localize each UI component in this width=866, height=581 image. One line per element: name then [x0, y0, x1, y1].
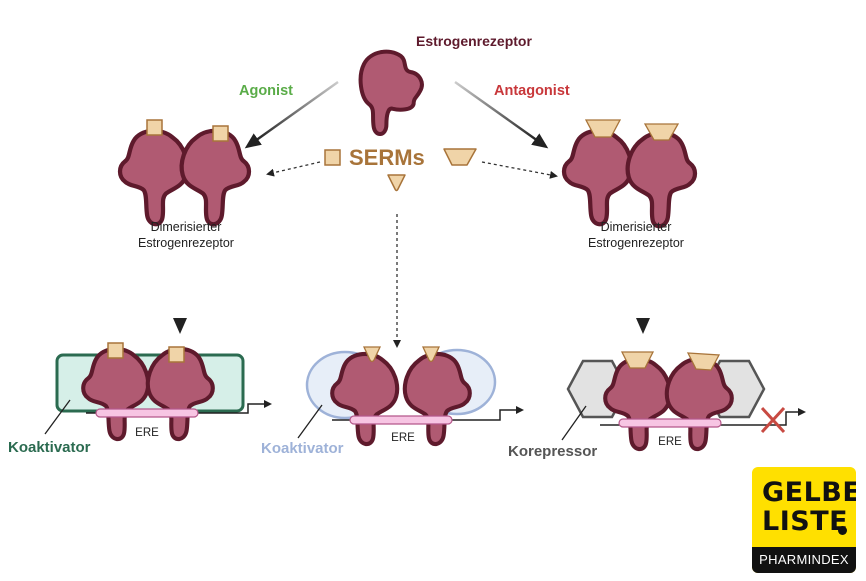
dimerized-receptor-label-left-line2: Estrogenrezeptor — [138, 236, 234, 250]
serm-to-antagonist-dashed-arrow — [481, 161, 558, 179]
estrogen-receptor-title: Estrogenrezeptor — [416, 33, 532, 49]
antagonist-ligand — [620, 351, 655, 369]
coactivator-label-left: Koaktivator — [8, 439, 91, 456]
logo-dot — [838, 526, 847, 535]
receptor-monomer — [182, 131, 249, 224]
agonist-ligand — [146, 119, 163, 136]
coactivator-label-middle: Koaktivator — [261, 440, 344, 457]
corepressor-pointer — [561, 405, 587, 441]
ere-dna-element — [618, 418, 722, 428]
ere-label-right: ERE — [658, 436, 682, 448]
receptor-monomer — [564, 131, 631, 224]
serm-partial-complex — [305, 346, 524, 444]
agonist-label: Agonist — [239, 83, 293, 99]
antagonist-ligand — [686, 352, 721, 371]
agonist-ligand — [107, 342, 124, 359]
agonist-complex — [55, 342, 272, 439]
antagonist-label: Antagonist — [494, 83, 570, 99]
antagonist-complex — [566, 351, 806, 449]
receptor-monomer — [120, 131, 187, 224]
dimerized-receptor-label-right-line1: Dimerisierter — [601, 220, 672, 234]
dimerized-receptor-label-left-line1: Dimerisierter — [151, 220, 222, 234]
receptor-monomer — [332, 354, 397, 444]
antagonist-arrow — [454, 81, 549, 149]
receptor-monomer — [628, 133, 695, 226]
receptor-monomer — [83, 349, 148, 439]
agonist-ligand — [212, 125, 229, 142]
coactivator-pointer-middle — [297, 404, 323, 439]
serm-to-agonist-dashed-arrow — [266, 161, 321, 177]
estrogen-receptor-monomer — [358, 49, 424, 136]
logo-line2: LISTE — [762, 506, 849, 537]
dimerized-receptor-label-right-line2: Estrogenrezeptor — [588, 236, 684, 250]
ere-label-left: ERE — [135, 427, 159, 439]
antagonist-ligand-trapezoid — [443, 148, 477, 166]
logo-line1: GELBE — [762, 477, 856, 508]
logo-subtitle: PHARMINDEX — [752, 547, 856, 573]
partial-ligand-triangle — [387, 174, 406, 192]
serm-ligand — [421, 346, 441, 363]
antagonist-ligand — [584, 119, 622, 138]
ere-dna-element — [349, 415, 453, 425]
gelbe-liste-logo: GELBE LISTE PHARMINDEX — [752, 467, 856, 573]
receptor-monomer — [405, 354, 470, 444]
antagonist-ligand — [643, 123, 680, 141]
ere-label-middle: ERE — [391, 432, 415, 444]
coactivator-pointer-left — [44, 399, 71, 435]
serms-label: SERMs — [349, 145, 425, 170]
ere-dna-element — [95, 408, 199, 418]
transcription-blocked-x-icon — [760, 406, 786, 434]
corepressor-label: Korepressor — [508, 443, 597, 460]
serm-ligand — [362, 346, 382, 363]
agonist-arrow — [244, 81, 339, 149]
antagonist-dimer — [564, 119, 695, 226]
agonist-dimer — [120, 119, 249, 224]
agonist-ligand-square — [324, 149, 341, 166]
agonist-ligand — [168, 346, 185, 363]
